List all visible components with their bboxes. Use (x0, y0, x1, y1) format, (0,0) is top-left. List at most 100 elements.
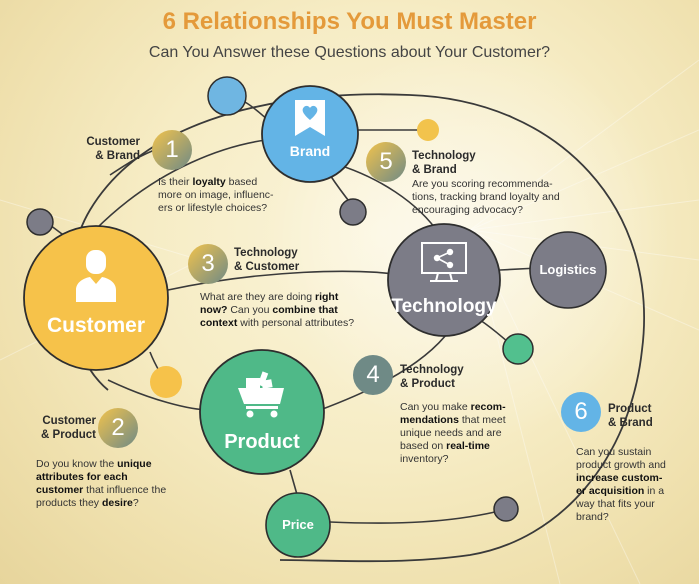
question-line: Can you sustain (576, 446, 686, 459)
question-line: er acquisition in a (576, 485, 686, 498)
heart-bookmark-icon (295, 100, 325, 136)
badge-6-number: 6 (574, 398, 588, 425)
question-text: Can you sustain (576, 446, 652, 458)
price-right-line (329, 511, 496, 524)
question-text: Are you scoring recommenda- (412, 178, 553, 190)
badge-5 (366, 142, 406, 182)
price-label: Price (282, 517, 314, 532)
question-line: now? Can you combine that (200, 304, 390, 317)
question-line: products they desire? (36, 497, 196, 510)
question-line: increase custom- (576, 472, 686, 485)
badge-4 (353, 355, 393, 395)
rel-5-question: Are you scoring recommenda-tions, tracki… (412, 178, 592, 217)
rel-4-title-line: & Product (400, 378, 455, 390)
decor-circle-yellow (417, 119, 439, 141)
product-node (199, 349, 325, 475)
rel-6-title: Product & Brand (608, 402, 688, 430)
question-text: tions, tracking brand loyalty and (412, 191, 560, 203)
decor-circle-yellow-2 (150, 366, 182, 398)
question-emphasis: now? (200, 304, 228, 316)
question-text: encouraging advocacy? (412, 204, 523, 216)
question-text: based on (400, 440, 447, 452)
customer-brand-line (94, 139, 267, 231)
question-text: What are they are doing (200, 291, 315, 303)
question-emphasis: loyalty (192, 176, 226, 188)
person-icon (76, 250, 116, 302)
badge-3-number: 3 (201, 250, 215, 277)
question-line: Do you know the unique (36, 458, 196, 471)
rel-2-title-line: Customer (42, 415, 96, 427)
question-line: Can you make recom- (400, 401, 520, 414)
rel-3-title-line: & Customer (234, 261, 300, 273)
rel-6-title-line: Product (608, 403, 652, 415)
badge-6 (561, 392, 601, 432)
question-text: way that fits your (576, 498, 655, 510)
question-emphasis: real-time (446, 440, 490, 452)
question-emphasis: context (200, 317, 238, 329)
question-line: based on real-time (400, 440, 520, 453)
decor-circle-gray-2 (26, 208, 54, 236)
brand-node (261, 85, 359, 183)
question-text: based (225, 176, 258, 188)
price-node (265, 492, 331, 558)
question-emphasis: customer (36, 484, 84, 496)
question-text: that meet (458, 414, 506, 426)
badge-4-number: 4 (366, 361, 380, 388)
badge-2 (98, 408, 138, 448)
question-emphasis: combine that (272, 304, 338, 316)
badge-3 (188, 244, 228, 284)
product-label: Product (224, 431, 300, 453)
question-text: ? (132, 497, 139, 509)
question-line: What are they are doing right (200, 291, 390, 304)
rel-4-title: Technology & Product (400, 363, 490, 391)
rel-1-title-line: Customer (86, 136, 140, 148)
question-line: context with personal attributes? (200, 317, 390, 330)
logistics-node (529, 231, 607, 309)
question-text: with personal attributes? (237, 317, 355, 329)
question-line: unique needs and are (400, 427, 520, 440)
question-line: product growth and (576, 459, 686, 472)
question-emphasis: increase custom- (576, 472, 663, 484)
question-emphasis: right (314, 291, 339, 303)
question-text: unique needs and are (400, 427, 502, 439)
rel-3-title: Technology & Customer (234, 246, 324, 274)
question-line: ers or lifestyle choices? (158, 202, 308, 215)
question-text: that influence the (83, 484, 167, 496)
decor-circle-green (502, 333, 534, 365)
question-text: more on image, influenc- (158, 189, 274, 201)
question-line: Are you scoring recommenda- (412, 178, 592, 191)
decor-circle-blue (207, 76, 247, 116)
question-text: inventory? (400, 453, 449, 465)
brand-label: Brand (289, 143, 331, 159)
rel-3-title-line: Technology (234, 247, 298, 259)
question-line: inventory? (400, 453, 520, 466)
page-title: 6 Relationships You Must Master (162, 8, 537, 35)
question-text: Do you know the (36, 458, 118, 470)
question-text: in a (644, 485, 665, 497)
question-text: brand? (576, 511, 609, 523)
technology-label: Technology (391, 296, 497, 317)
rel-1-title-line: & Brand (95, 150, 140, 162)
rel-1-title: Customer & Brand (70, 135, 140, 163)
question-text: product growth and (576, 459, 666, 471)
question-emphasis: mendations (400, 414, 459, 426)
rel-5-title: Technology & Brand (412, 149, 502, 177)
question-emphasis: desire (101, 497, 133, 509)
logistics-label: Logistics (539, 262, 597, 277)
outer-loop-line (68, 93, 645, 563)
question-text: ers or lifestyle choices? (158, 202, 268, 214)
decor-circle-gray-3 (493, 496, 519, 522)
decor-circle-gray-1 (339, 198, 367, 226)
question-line: more on image, influenc- (158, 189, 308, 202)
badge-5-number: 5 (379, 148, 393, 175)
question-line: encouraging advocacy? (412, 204, 592, 217)
question-emphasis: er acquisition (576, 485, 645, 497)
rel-5-title-line: & Brand (412, 164, 457, 176)
question-line: way that fits your (576, 498, 686, 511)
